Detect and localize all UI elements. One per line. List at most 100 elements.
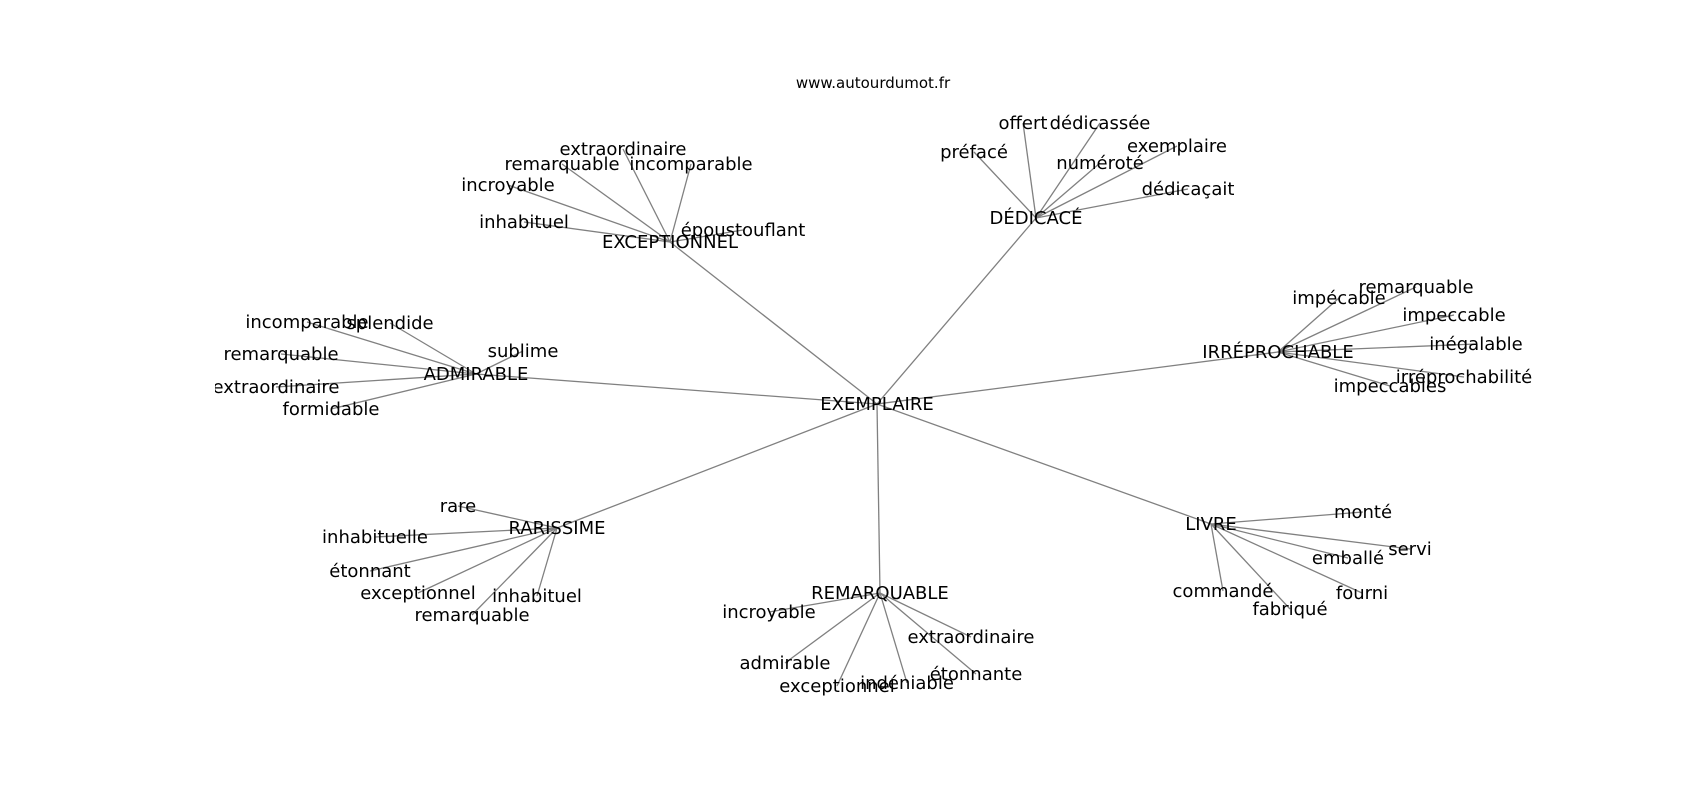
leaf-node-label: dédicassée <box>1050 113 1151 134</box>
source-label: www.autourdumot.fr <box>796 74 951 92</box>
edge-hub-to-leaf <box>389 322 477 375</box>
leaf-node-label: inégalable <box>1429 334 1522 355</box>
leaf-node-label: rare <box>440 496 477 517</box>
leaf-node-label: incomparable <box>245 312 368 333</box>
edge-hub-to-leaf <box>1277 343 1477 353</box>
edge-hub-to-leaf <box>1210 523 1291 610</box>
leaf-node-label: fourni <box>1336 583 1388 604</box>
leaf-node-label: inhabituel <box>479 212 569 233</box>
hub-node-label: RARISSIME <box>509 518 606 539</box>
leaf-node-label: incroyable <box>722 602 816 623</box>
edge-hub-to-leaf <box>879 592 972 638</box>
edge-hub-to-leaf <box>1277 314 1455 353</box>
edge-hub-to-leaf <box>1277 297 1340 353</box>
edge-hub-to-leaf <box>1210 523 1349 559</box>
edge-hub-to-leaf <box>784 592 881 664</box>
graph-edges <box>275 122 1477 687</box>
edge-hub-to-leaf <box>1277 351 1465 378</box>
leaf-node-label: remarquable <box>504 154 619 175</box>
leaf-node-label: splendide <box>346 313 433 334</box>
edge-hub-to-leaf <box>879 592 908 684</box>
edge-hub-to-leaf <box>536 527 558 597</box>
edge-hub-to-leaf <box>471 527 558 616</box>
edge-hub-to-leaf <box>1035 188 1189 219</box>
edge-center-to-hub <box>876 403 1212 525</box>
leaf-node-label: exceptionnel <box>360 583 475 604</box>
leaf-node-label: sublime <box>488 341 559 362</box>
leaf-node-label: formidable <box>283 399 380 420</box>
leaf-node-label: numéroté <box>1056 153 1144 174</box>
edge-hub-to-leaf <box>622 148 671 243</box>
leaf-node-label: irréprochabilité <box>1396 367 1533 388</box>
edge-center-to-hub <box>876 217 1037 405</box>
leaf-node-label: impécable <box>1292 288 1385 309</box>
hub-node-label: ADMIRABLE <box>424 364 529 385</box>
edge-center-to-hub <box>876 403 881 594</box>
edge-hub-to-leaf <box>973 151 1037 219</box>
edge-hub-to-leaf <box>1210 511 1364 525</box>
leaf-node-label: admirable <box>740 653 831 674</box>
leaf-node-label: exemplaire <box>1127 136 1227 157</box>
edge-center-to-hub <box>669 241 878 405</box>
leaf-node-label: impeccables <box>1334 376 1447 397</box>
edge-hub-to-leaf <box>523 221 671 243</box>
leaf-node-label: commandé <box>1173 581 1274 602</box>
edge-hub-to-leaf <box>1035 162 1101 219</box>
leaf-node-label: étonnante <box>930 664 1023 685</box>
edge-hub-to-leaf <box>1022 122 1037 219</box>
edge-hub-to-leaf <box>275 373 477 388</box>
edge-hub-to-leaf <box>417 527 558 594</box>
edge-hub-to-leaf <box>306 321 477 375</box>
leaf-node-label: monté <box>1334 502 1392 523</box>
center-node-label: EXEMPLAIRE <box>820 394 933 415</box>
leaf-node-label: extraordinaire <box>560 139 687 160</box>
hub-node-label: LIVRE <box>1185 514 1237 535</box>
leaf-node-label: époustouflant <box>681 220 806 241</box>
edge-center-to-hub <box>876 351 1279 405</box>
edge-hub-to-leaf <box>1210 523 1411 550</box>
edge-hub-to-leaf <box>669 229 744 243</box>
graph-plot: EXEMPLAIREEXCEPTIONNELextraordinairerema… <box>213 113 1533 697</box>
leaf-node-label: emballé <box>1312 548 1384 569</box>
edge-hub-to-leaf <box>1277 351 1391 387</box>
leaf-node-label: remarquable <box>223 344 338 365</box>
edge-hub-to-leaf <box>374 527 558 538</box>
edge-hub-to-leaf <box>1035 122 1101 219</box>
leaf-node-label: offert <box>999 113 1048 134</box>
leaf-node-label: inhabituelle <box>322 527 428 548</box>
edge-hub-to-leaf <box>280 353 477 375</box>
edge-hub-to-leaf <box>669 163 692 243</box>
edge-hub-to-leaf <box>768 592 881 613</box>
hub-node-label: DÉDICACÉ <box>990 207 1083 229</box>
leaf-node-label: servi <box>1388 539 1432 560</box>
leaf-node-label: incroyable <box>461 175 555 196</box>
edge-hub-to-leaf <box>1035 145 1178 219</box>
edge-hub-to-leaf <box>507 184 671 243</box>
leaf-node-label: dédicaçait <box>1142 179 1235 200</box>
leaf-node-label: indéniable <box>860 673 954 694</box>
graph-labels: EXEMPLAIREEXCEPTIONNELextraordinairerema… <box>213 113 1533 697</box>
edge-hub-to-leaf <box>1277 286 1417 353</box>
leaf-node-label: incomparable <box>629 154 752 175</box>
edge-center-to-hub <box>556 403 878 529</box>
edge-hub-to-leaf <box>561 163 671 243</box>
edge-hub-to-leaf <box>836 592 881 687</box>
edge-center-to-hub <box>475 373 878 405</box>
leaf-node-label: étonnant <box>329 561 410 582</box>
edge-hub-to-leaf <box>369 527 558 572</box>
leaf-node-label: extraordinaire <box>213 377 340 398</box>
leaf-node-label: préfacé <box>940 142 1008 163</box>
edge-hub-to-leaf <box>879 592 977 675</box>
edge-hub-to-leaf <box>475 350 524 375</box>
leaf-node-label: fabriqué <box>1252 599 1327 620</box>
leaf-node-label: inhabituel <box>492 586 582 607</box>
hub-node-label: REMARQUABLE <box>811 583 949 604</box>
leaf-node-label: remarquable <box>1358 277 1473 298</box>
edge-hub-to-leaf <box>457 505 558 529</box>
hub-node-label: IRRÉPROCHABLE <box>1202 341 1353 363</box>
leaf-node-label: remarquable <box>414 605 529 626</box>
leaf-node-label: extraordinaire <box>908 627 1035 648</box>
edge-hub-to-leaf <box>330 373 477 410</box>
edge-hub-to-leaf <box>1210 523 1363 594</box>
